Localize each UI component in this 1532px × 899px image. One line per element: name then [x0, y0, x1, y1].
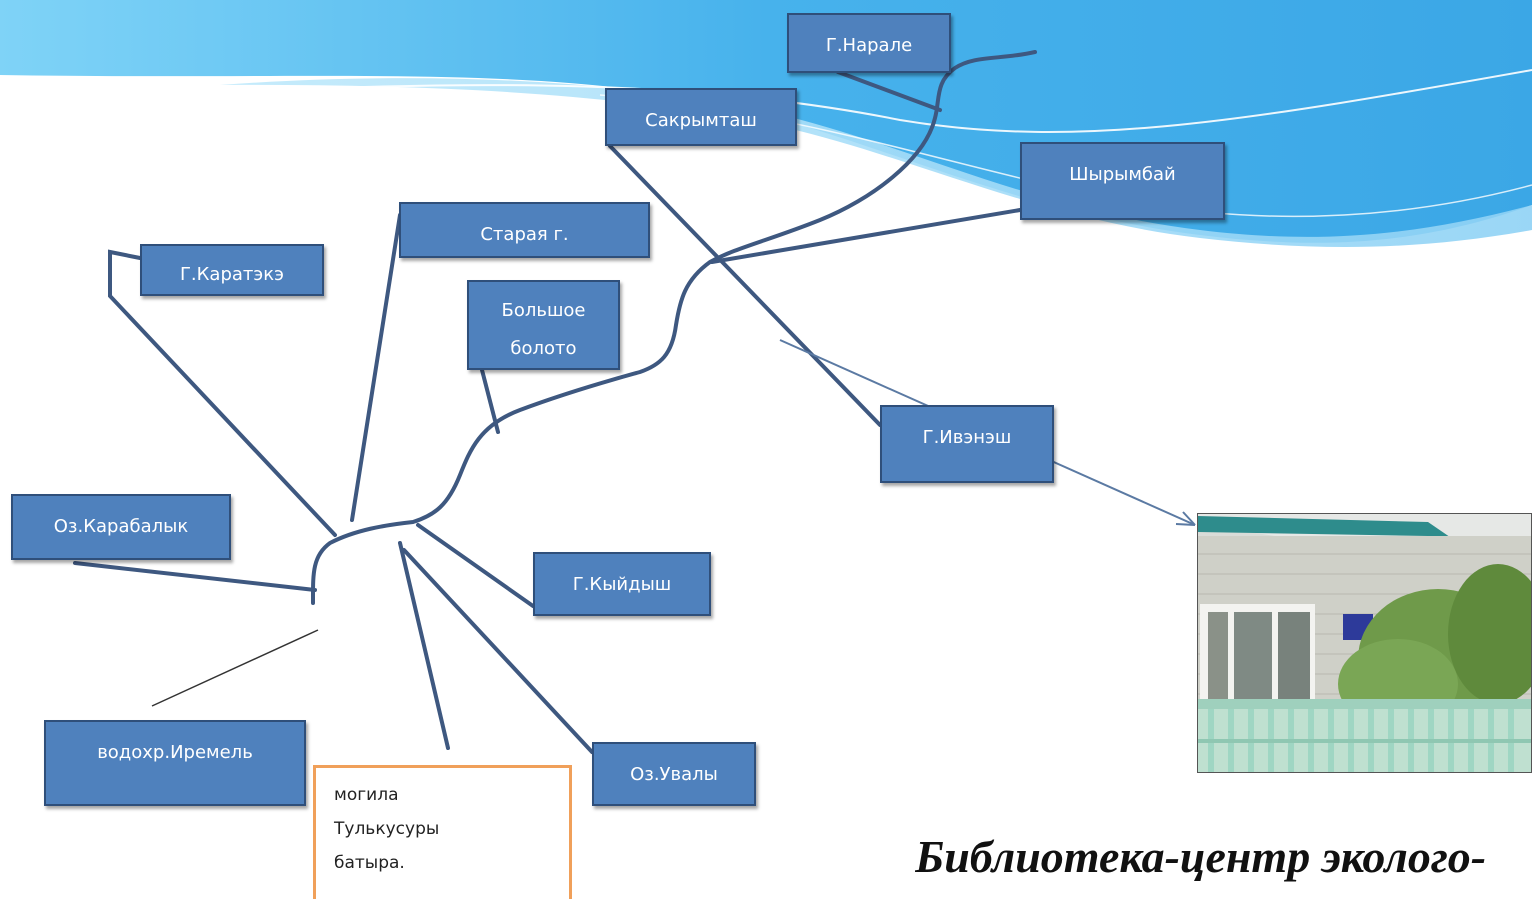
line-karateka — [108, 249, 337, 537]
note-line-3: батыра. — [334, 853, 405, 873]
arrow-head — [1175, 511, 1196, 526]
note-mogila: могила Тулькусуры батыра. — [313, 765, 572, 899]
line-karabalyk — [73, 561, 317, 592]
node-bolshoe-boloto: Большое болото — [467, 280, 620, 370]
line-iremel — [151, 629, 319, 707]
library-photo — [1197, 513, 1532, 773]
node-sakrymtash: Сакрымташ — [605, 88, 797, 146]
node-karabalyk: Оз.Карабалык — [11, 494, 231, 560]
node-karateka: Г.Каратэкэ — [140, 244, 324, 296]
node-iremel: водохр.Иремель — [44, 720, 306, 806]
node-narale: Г.Нарале — [787, 13, 951, 73]
node-shyrymbai: Шырымбай — [1020, 142, 1225, 220]
connector-lines — [73, 70, 1022, 754]
line-staraya — [350, 213, 402, 522]
node-bolshoe-line2: болото — [510, 338, 577, 359]
line-bolshoe — [480, 368, 500, 434]
library-caption: Библиотека-центр эколого- — [915, 831, 1487, 882]
node-kyidysh: Г.Кыйдыш — [533, 552, 711, 616]
node-ivenesh: Г.Ивэнэш — [880, 405, 1054, 483]
line-sakrymtash-ivenesh — [608, 144, 882, 427]
river-line — [310, 50, 1037, 605]
line-shyrymbai — [710, 208, 1022, 264]
note-line-2: Тулькусуры — [334, 819, 440, 839]
line-uvaly — [402, 548, 594, 754]
line-kyidysh — [416, 523, 535, 608]
node-uvaly: Оз.Увалы — [592, 742, 756, 806]
node-staraya: Старая г. — [399, 202, 650, 258]
node-bolshoe-line1: Большое — [501, 300, 586, 321]
line-narale — [836, 70, 942, 112]
line-mogila — [398, 541, 450, 750]
note-line-1: могила — [334, 785, 399, 805]
